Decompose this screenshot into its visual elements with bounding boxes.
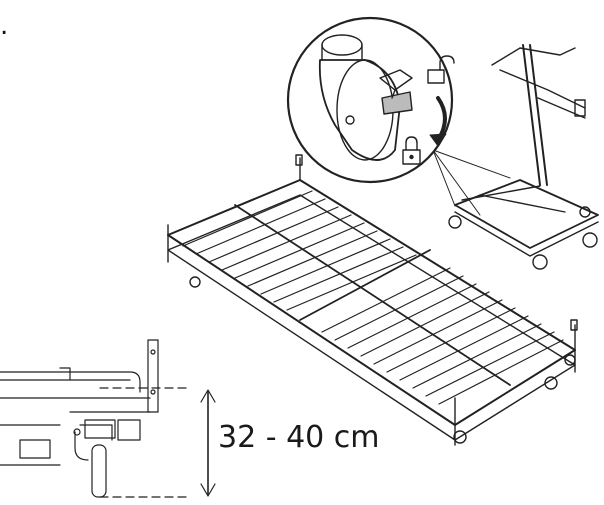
bullet-mark: . — [0, 11, 9, 41]
caster-wheel-icon — [318, 34, 413, 161]
unlock-icon — [427, 55, 455, 84]
detail-leader-lines — [432, 149, 511, 216]
stand-icon — [448, 44, 599, 270]
bed-frame-icon — [167, 154, 578, 446]
caster-detail — [286, 16, 455, 184]
height-detail — [0, 339, 216, 498]
lock-icon — [402, 136, 421, 165]
height-dimension-label: 32 - 40 cm — [218, 420, 380, 455]
